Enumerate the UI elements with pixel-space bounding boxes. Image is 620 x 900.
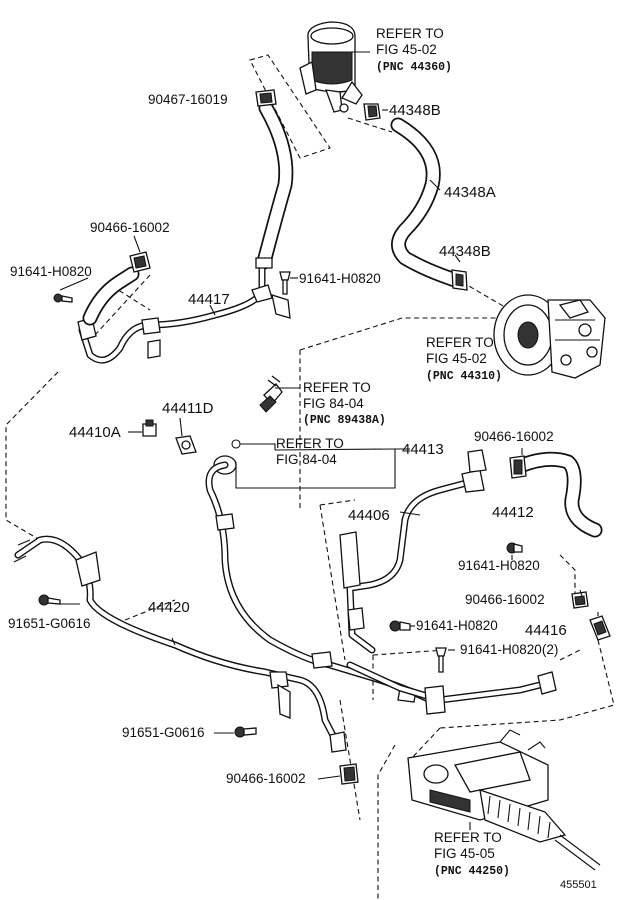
hose-clip-44348B-top [363,103,381,121]
label-refer-reservoir-pnc: (PNC 44360) [376,61,452,74]
hose-clip-44348B-bottom [451,269,468,291]
clamp-90466-right-lower [571,591,589,609]
power-steering-pump [493,294,606,379]
reservoir-tank [299,21,363,113]
label-refer-gear-pnc: (PNC 44250) [434,865,510,878]
label-refer-sensor-2: FIG 84-04 [303,396,364,411]
label-bolt-91651-bottom: 91651-G0616 [122,725,205,740]
bolt-91641-mid [279,271,291,295]
label-refer-pump-2: FIG 45-02 [426,351,487,366]
label-refer-sensor-pnc: (PNC 89438A) [303,414,386,427]
label-44348B-bottom: 44348B [439,243,491,260]
label-clamp-90466-left: 90466-16002 [90,220,170,235]
pipe-44420-second [346,661,557,715]
bolt-91651-bottom [234,726,257,738]
fitting-right [467,449,487,473]
steering-boot [479,789,601,871]
label-bolt-91641-center: 91641-H0820 [416,618,498,633]
label-clamp-90466-right: 90466-16002 [474,429,554,444]
bolt-91641-right [506,542,523,554]
label-refer-gear-2: FIG 45-05 [434,846,495,861]
clamp-90467-16019 [255,89,277,107]
clamp-90466-left [129,251,151,273]
label-44411D: 44411D [162,400,214,417]
label-44416: 44416 [525,622,567,639]
label-refer-sensor-1: REFER TO [303,380,371,395]
leader-lines [59,51,599,830]
label-refer-oring-1: REFER TO [276,436,344,451]
label-bolt-91641-center-qty: 91641-H0820(2) [460,642,558,657]
diagram-id: 455501 [560,879,597,891]
label-44413: 44413 [402,441,444,458]
label-refer-pump-pnc: (PNC 44310) [426,370,502,383]
label-44348B-top: 44348B [389,102,441,119]
pipe-44417 [77,257,291,364]
hose-44348A [390,117,463,288]
label-bolt-91651-left: 91651-G0616 [8,616,91,631]
label-bolt-91641-right: 91641-H0820 [458,558,540,573]
bolt-91641-left [53,293,73,303]
label-bolt-91641-mid: 91641-H0820 [299,271,381,286]
label-refer-oring-2: FIG 84-04 [276,452,337,467]
label-clamp-90466-right-lower: 90466-16002 [465,592,545,607]
hose-90467-upper [256,100,294,270]
label-44348A: 44348A [444,184,496,201]
part-44416 [589,615,611,641]
label-refer-pump-1: REFER TO [426,335,494,350]
callout-labels: REFER TO FIG 45-02 (PNC 44360) 90467-160… [8,26,597,891]
oring [231,439,241,449]
label-44417: 44417 [188,291,230,308]
label-44410A: 44410A [69,424,121,441]
label-refer-reservoir-1: REFER TO [376,26,444,41]
bolt-91641-center-2 [435,647,447,673]
pipe-44406 [339,469,485,654]
label-refer-reservoir-2: FIG 45-02 [376,42,437,57]
label-44406: 44406 [348,507,390,524]
hose-end-left [82,266,140,326]
label-refer-gear-1: REFER TO [434,830,502,845]
part-44411D [175,435,197,455]
clamp-90466-bottom [339,763,359,785]
hose-44412 [512,451,603,538]
label-44420: 44420 [148,599,190,616]
label-clamp-90466-bottom: 90466-16002 [226,771,306,786]
label-clamp-90467-16019: 90467-16019 [148,92,228,107]
part-44410A [142,419,157,437]
pipe-44420 [13,535,347,753]
clamp-90466-right [509,455,527,479]
sensor-switch [259,375,283,413]
label-bolt-91641-left: 91641-H0820 [10,264,92,279]
bolt-91651-left [38,594,61,606]
bolt-91641-center [389,620,411,632]
label-44412: 44412 [492,504,534,521]
